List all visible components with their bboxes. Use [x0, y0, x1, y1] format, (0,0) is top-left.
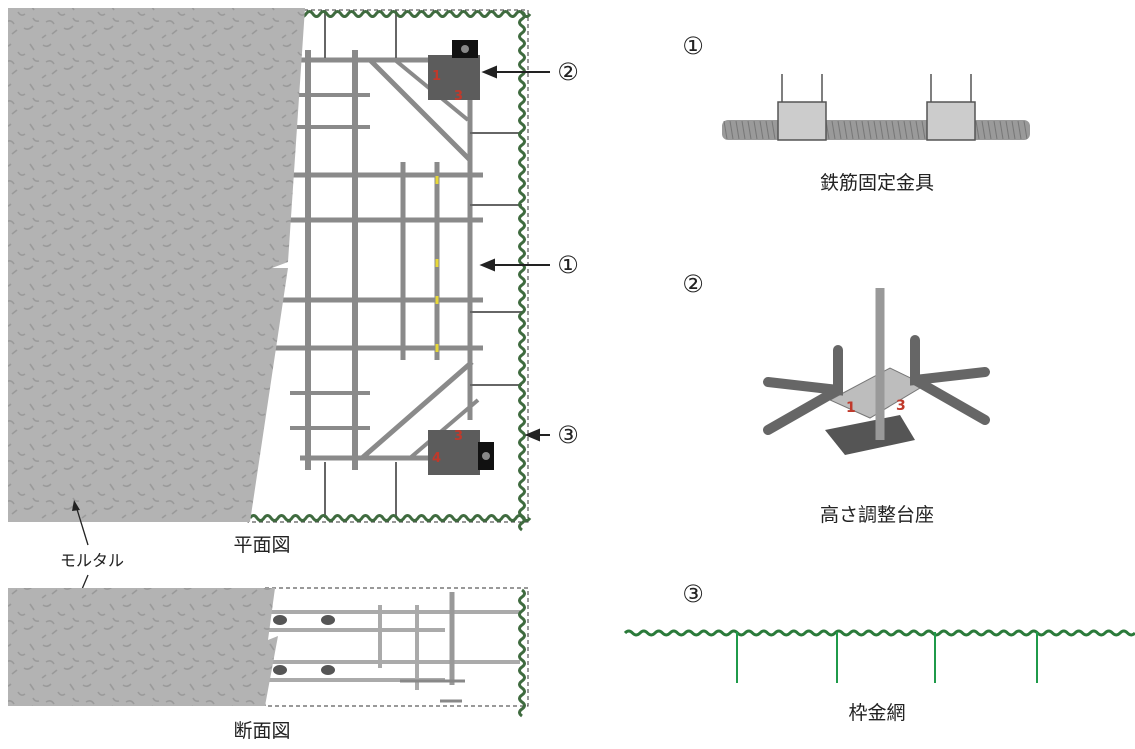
part-1-name: 鉄筋固定金具: [819, 172, 935, 194]
mortar-label: モルタル: [59, 551, 125, 570]
section-rebars: [262, 592, 520, 703]
rebar-fixture-illustration: [722, 74, 1030, 141]
plan-marker-1: ①: [557, 251, 579, 279]
frame-mesh-bottom: [248, 514, 532, 522]
plate-number: 1: [432, 69, 441, 84]
svg-text:1: 1: [846, 400, 856, 416]
part-2-name: 高さ調整台座: [819, 504, 935, 526]
frame-mesh-section: [518, 588, 526, 718]
section-view: [8, 587, 529, 718]
plate-number: 3: [454, 89, 463, 104]
plan-marker-3: ③: [557, 421, 579, 449]
rebar-diagonal: [368, 58, 472, 162]
rebar-clips: [273, 615, 335, 675]
part-3-name: 枠金網: [848, 702, 906, 724]
svg-text:3: 3: [896, 398, 906, 414]
height-adjust-base-illustration: 1 3: [763, 288, 990, 455]
rebar-diagonal: [360, 360, 474, 460]
frame-mesh-illustration: [623, 629, 1135, 683]
part-3-number: ③: [682, 580, 704, 608]
rebar-grid: [270, 10, 522, 518]
frame-mesh-right: [518, 10, 526, 532]
part-2-number: ②: [682, 270, 704, 298]
mortar-section: [8, 588, 278, 706]
plate-number: 4: [432, 451, 441, 466]
part-1-number: ①: [682, 32, 704, 60]
rebar-diagonal: [408, 398, 480, 460]
plan-view-title: 平面図: [233, 534, 291, 556]
mortar-plan: [8, 8, 305, 522]
plan-marker-2: ②: [557, 58, 579, 86]
height-adjust-base-top: 1 3: [428, 40, 480, 104]
height-adjust-base-bottom: 3 4: [428, 429, 494, 475]
plate-number: 3: [454, 429, 463, 444]
plan-view: 1 3 3 4: [8, 8, 550, 614]
section-view-title: 断面図: [233, 720, 291, 742]
